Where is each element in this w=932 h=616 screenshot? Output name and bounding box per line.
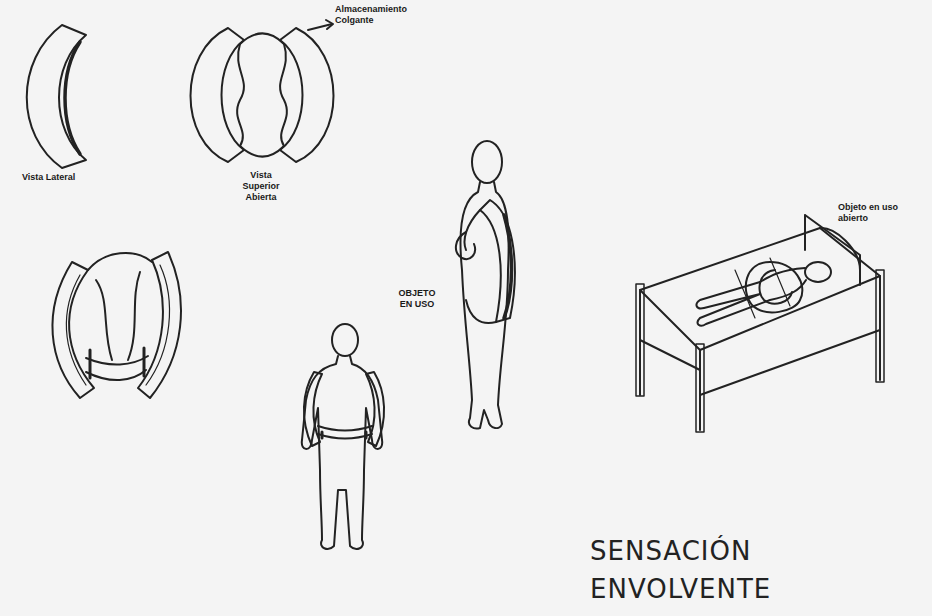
sketch-title: SENSACIÓN ENVOLVENTE [590,532,810,608]
usage-label: OBJETO EN USO [395,288,439,310]
storage-note: Almacenamiento Colgante [335,4,415,26]
usage-note: Objeto en uso abierto [838,202,910,224]
view-label: Vista Superior Abierta [232,170,290,203]
view-label: Vista Lateral [22,172,92,183]
